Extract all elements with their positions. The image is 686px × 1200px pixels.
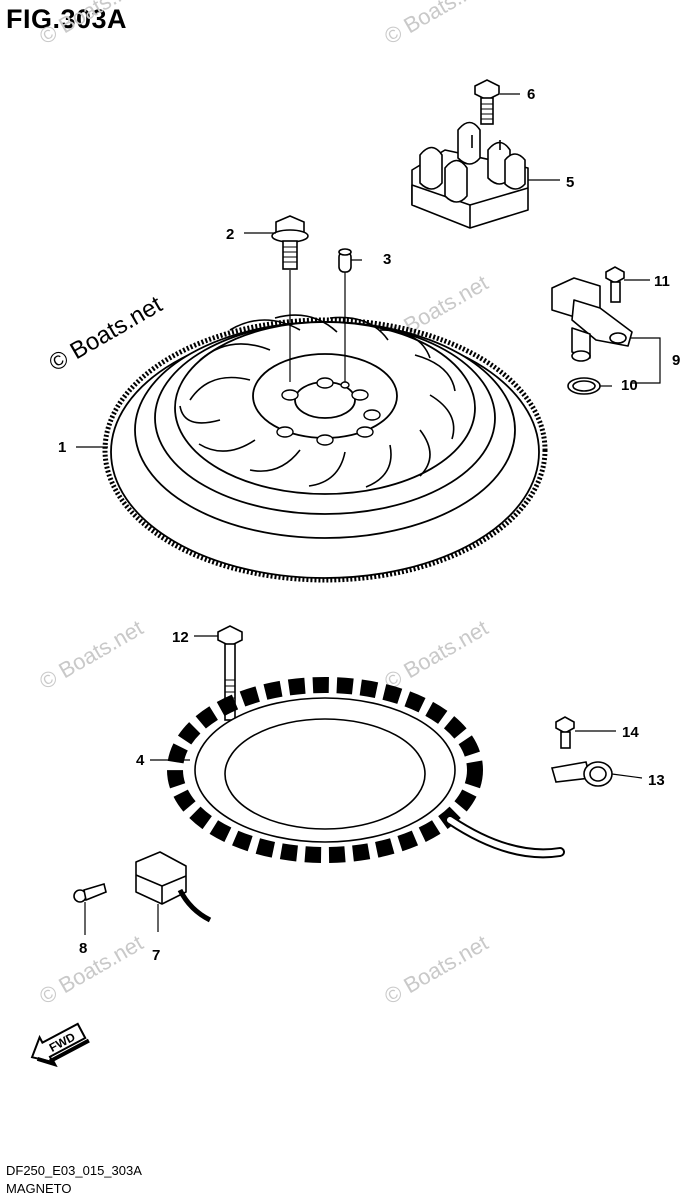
callout-4: 4 — [136, 752, 145, 769]
part-8-screw — [73, 882, 107, 903]
callout-6: 6 — [527, 86, 535, 103]
part-12-bolt — [217, 625, 243, 721]
fwd-arrow: FWD — [30, 1022, 90, 1068]
watermark-text: © Boats.net — [380, 930, 492, 1009]
callout-5: 5 — [566, 174, 574, 191]
part-10-oring — [567, 377, 601, 395]
figure-title: FIG.303A — [6, 4, 128, 34]
part-14-bolt — [555, 716, 575, 749]
callout-7: 7 — [152, 947, 160, 964]
part-11-bolt — [605, 266, 625, 303]
figure-code: DF250_E03_015_303A — [6, 1163, 142, 1178]
callout-2: 2 — [226, 226, 234, 243]
part-4-stator — [167, 677, 565, 863]
callout-13: 13 — [648, 772, 665, 789]
callout-8: 8 — [79, 940, 87, 957]
part-1-flywheel — [102, 314, 548, 583]
part-13-clamp — [550, 761, 613, 787]
watermark-text: © Boats.net — [35, 615, 147, 694]
callout-12: 12 — [172, 629, 189, 646]
callouts: 1 2 3 4 5 6 7 8 9 10 11 12 13 14 — [58, 86, 680, 964]
part-5-clamp — [411, 121, 529, 229]
part-7-coil — [135, 851, 212, 923]
watermark-text: © Boats.net — [35, 0, 147, 49]
part-6-bolt — [474, 79, 500, 125]
figure-name: MAGNETO — [6, 1181, 72, 1196]
callout-14: 14 — [622, 724, 639, 741]
watermark-text: © Boats.net — [35, 930, 147, 1009]
part-2-bolt — [271, 215, 309, 270]
part-3-pin — [338, 248, 352, 273]
callout-9: 9 — [672, 352, 680, 369]
leader-lines — [76, 93, 661, 935]
watermark-text: © Boats.net — [380, 615, 492, 694]
part-9-sensor — [551, 277, 633, 362]
watermark-text: © Boats.net — [45, 291, 168, 377]
callout-11: 11 — [654, 273, 670, 290]
callout-1: 1 — [58, 439, 66, 456]
watermark-text: © Boats.net — [380, 0, 492, 49]
callout-3: 3 — [383, 251, 391, 268]
callout-10: 10 — [621, 377, 638, 394]
